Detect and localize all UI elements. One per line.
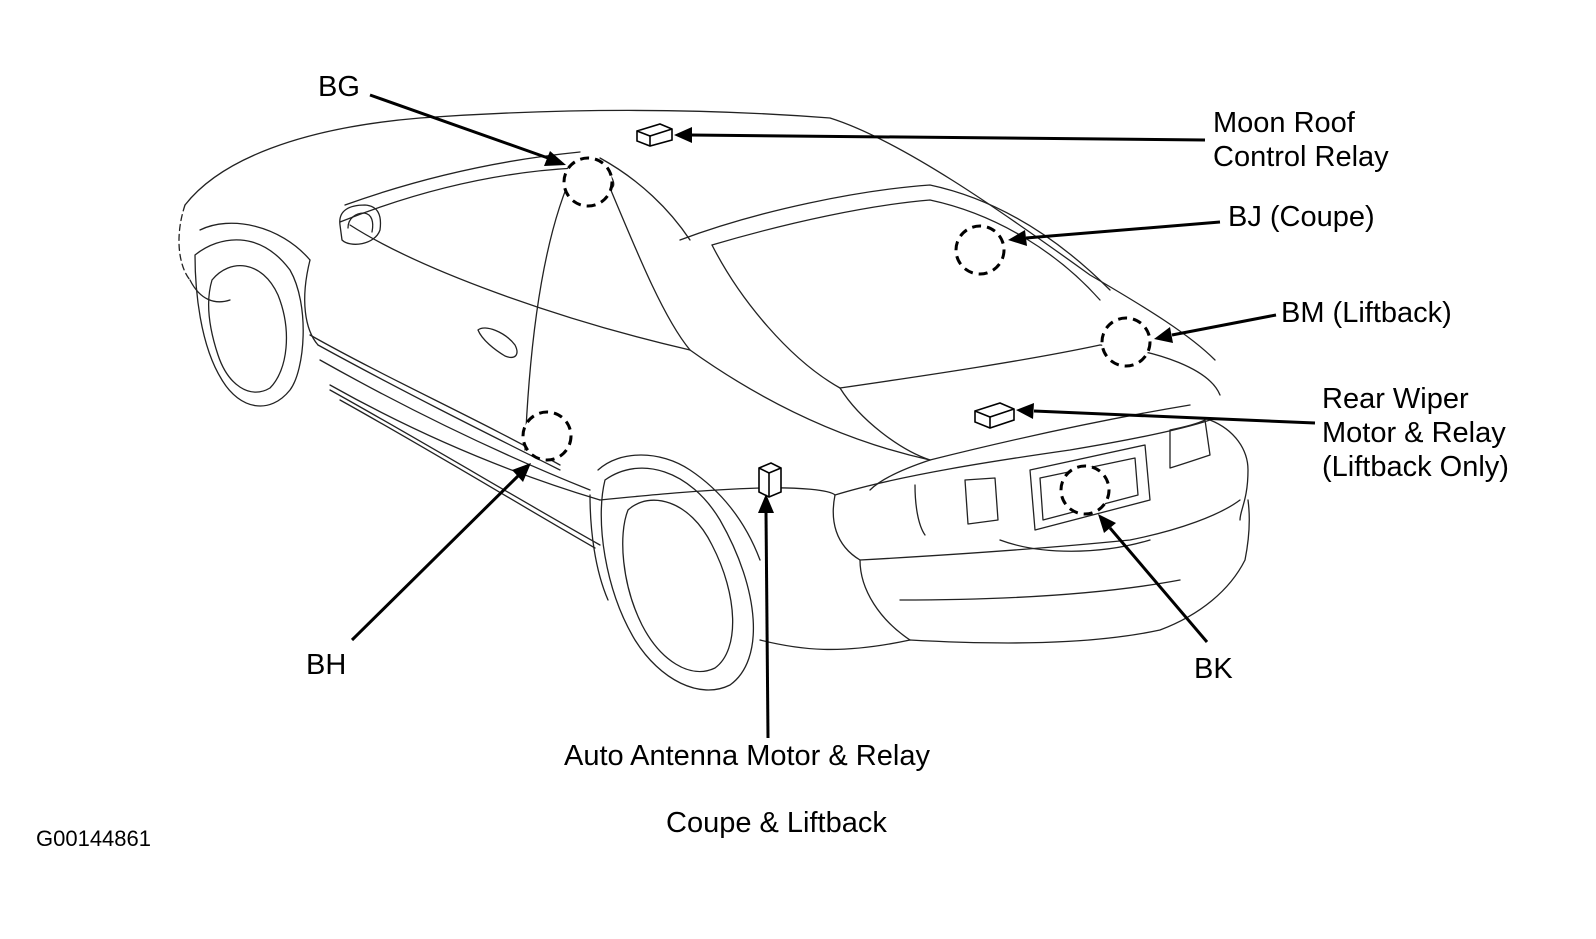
arrowhead-bg bbox=[544, 151, 566, 166]
leader-bg bbox=[369, 93, 549, 160]
arrowhead-antenna bbox=[758, 494, 774, 513]
figure-caption: Coupe & Liftback bbox=[666, 807, 887, 839]
figure-id: G00144861 bbox=[36, 826, 151, 851]
leader-bk bbox=[1108, 527, 1209, 643]
arrowhead-bh bbox=[512, 463, 531, 482]
label-moon-roof-line2: Control Relay bbox=[1213, 141, 1389, 173]
car-outline bbox=[178, 109, 1250, 691]
label-rear-wiper-line1: Rear Wiper bbox=[1322, 383, 1469, 415]
antenna-relay-icon bbox=[758, 462, 782, 498]
label-rear-wiper-line3: (Liftback Only) bbox=[1322, 451, 1509, 483]
leader-bm bbox=[1171, 313, 1277, 337]
label-bm: BM (Liftback) bbox=[1281, 297, 1452, 329]
label-rear-wiper-line2: Motor & Relay bbox=[1322, 417, 1506, 449]
label-rear-wiper: Rear Wiper Motor & Relay (Liftback Only) bbox=[1322, 382, 1509, 484]
label-auto-antenna: Auto Antenna Motor & Relay bbox=[564, 740, 930, 772]
arrowhead-rear-wiper bbox=[1016, 403, 1034, 419]
leader-antenna bbox=[764, 511, 770, 739]
location-marker-bm bbox=[1100, 316, 1152, 368]
leader-rear-wiper bbox=[1033, 409, 1316, 425]
label-moon-roof-line1: Moon Roof bbox=[1213, 107, 1355, 139]
location-marker-bg bbox=[562, 156, 614, 208]
arrowhead-bj bbox=[1008, 230, 1027, 246]
rear-wiper-relay-icon bbox=[974, 402, 1015, 429]
moon-roof-relay-icon bbox=[636, 123, 673, 147]
location-marker-bk bbox=[1059, 464, 1111, 516]
label-bg: BG bbox=[318, 71, 360, 103]
label-bj: BJ (Coupe) bbox=[1228, 201, 1375, 233]
location-marker-bh bbox=[521, 410, 573, 462]
location-marker-bj bbox=[954, 224, 1006, 276]
label-moon-roof-relay: Moon Roof Control Relay bbox=[1213, 106, 1389, 174]
arrowhead-bm bbox=[1154, 327, 1173, 343]
label-bk: BK bbox=[1194, 653, 1233, 685]
leader-moon-roof bbox=[689, 133, 1206, 142]
leader-bh bbox=[350, 474, 520, 642]
arrowhead-bk bbox=[1098, 514, 1116, 533]
arrowhead-moon-roof bbox=[674, 127, 692, 143]
label-bh: BH bbox=[306, 649, 347, 681]
leader-bj bbox=[1025, 220, 1221, 240]
